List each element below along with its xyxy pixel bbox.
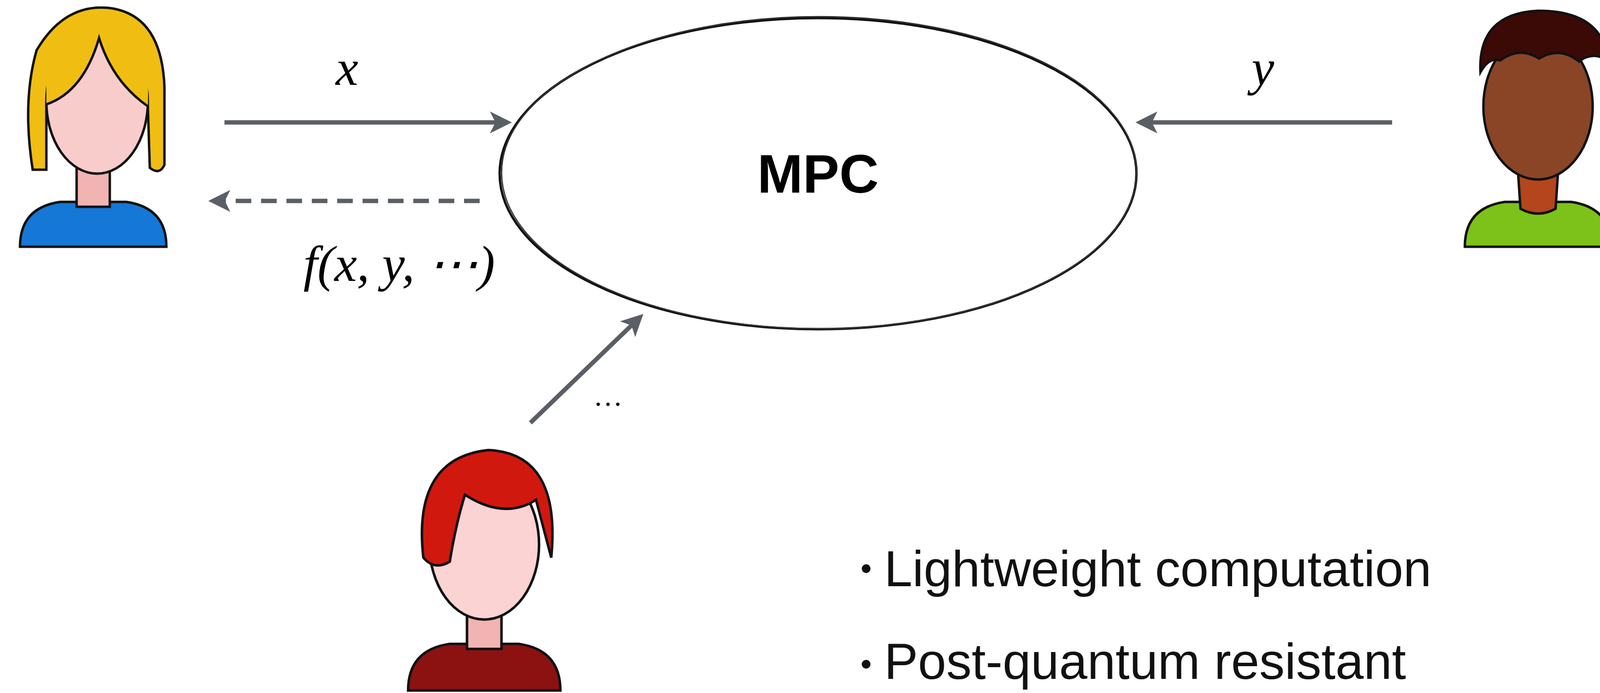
input-arrow (530, 317, 641, 424)
person-icon (1464, 10, 1600, 247)
input-arrow (224, 120, 508, 125)
ellipse-stroke (499, 18, 1137, 330)
input-label: y (1251, 38, 1275, 97)
mpc-ellipse: MPC (496, 15, 1140, 333)
input-label: x (335, 38, 359, 97)
ellipsis-label: … (593, 379, 623, 414)
node-title: MPC (757, 142, 879, 206)
ellipse-sketch (501, 16, 1137, 329)
person-icon (20, 7, 167, 247)
output-arrow (212, 199, 480, 204)
bullet-point: Lightweight computation (884, 540, 1432, 599)
bullet-dot (861, 564, 871, 574)
bullet-dot (861, 660, 871, 669)
output-label: f(x, y, ⋯) (303, 233, 496, 294)
person-icon (407, 450, 561, 691)
input-arrow (1139, 120, 1393, 125)
bullet-point: Post-quantum resistant (884, 632, 1406, 691)
